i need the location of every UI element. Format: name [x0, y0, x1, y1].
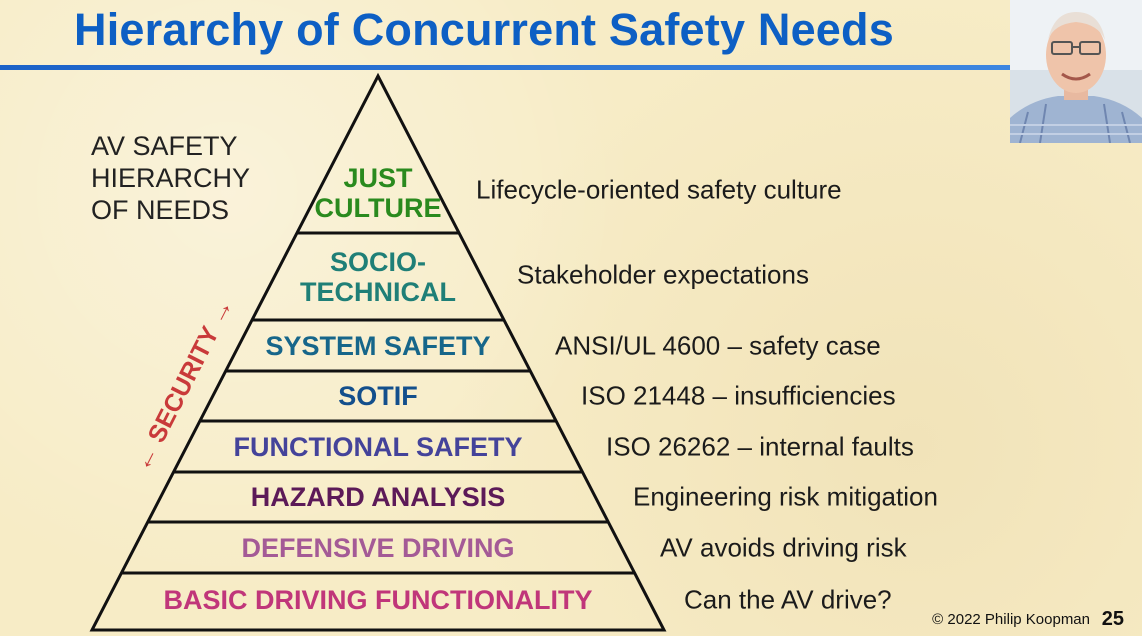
side-label-line-1: AV SAFETY [91, 131, 238, 161]
pyramid-outline [89, 72, 667, 632]
level-label-line: TECHNICAL [300, 277, 456, 307]
av-safety-hierarchy-label: AV SAFETY HIERARCHY OF NEEDS [91, 130, 250, 226]
level-label-line: FUNCTIONAL SAFETY [233, 432, 523, 462]
level-description-4: ISO 21448 – insufficiencies [581, 380, 896, 411]
level-description-3: ANSI/UL 4600 – safety case [555, 330, 881, 361]
title-underline [0, 65, 1010, 70]
level-description-6: Engineering risk mitigation [633, 481, 938, 512]
level-description-8: Can the AV drive? [684, 584, 892, 615]
slide-title: Hierarchy of Concurrent Safety Needs [74, 4, 894, 55]
level-label-line: SYSTEM SAFETY [265, 331, 491, 361]
side-label-line-2: HIERARCHY [91, 163, 251, 193]
level-label-3: SYSTEM SAFETY [265, 331, 490, 361]
level-description-1: Lifecycle-oriented safety culture [476, 174, 842, 205]
level-label-6: HAZARD ANALYSIS [251, 482, 506, 512]
level-description-2: Stakeholder expectations [517, 259, 809, 290]
copyright-footer: © 2022 Philip Koopman [932, 611, 1090, 628]
level-description-7: AV avoids driving risk [660, 532, 907, 563]
level-label-line: JUST [343, 163, 413, 193]
side-label-line-3: OF NEEDS [91, 195, 230, 225]
level-label-line: DEFENSIVE DRIVING [241, 533, 515, 563]
level-label-line: CULTURE [314, 193, 442, 223]
level-label-5: FUNCTIONAL SAFETY [234, 432, 523, 462]
level-label-line: SOCIO- [329, 247, 426, 277]
level-description-5: ISO 26262 – internal faults [606, 431, 914, 462]
level-label-4: SOTIF [338, 381, 418, 411]
level-label-line: HAZARD ANALYSIS [250, 482, 506, 512]
page-number: 25 [1101, 608, 1124, 630]
level-label-line: SOTIF [338, 381, 418, 411]
level-label-2: SOCIO-TECHNICAL [300, 247, 456, 307]
level-label-8: BASIC DRIVING FUNCTIONALITY [164, 585, 593, 615]
level-label-7: DEFENSIVE DRIVING [241, 533, 514, 563]
presenter-webcam [1010, 0, 1142, 143]
level-label-line: BASIC DRIVING FUNCTIONALITY [163, 585, 593, 615]
